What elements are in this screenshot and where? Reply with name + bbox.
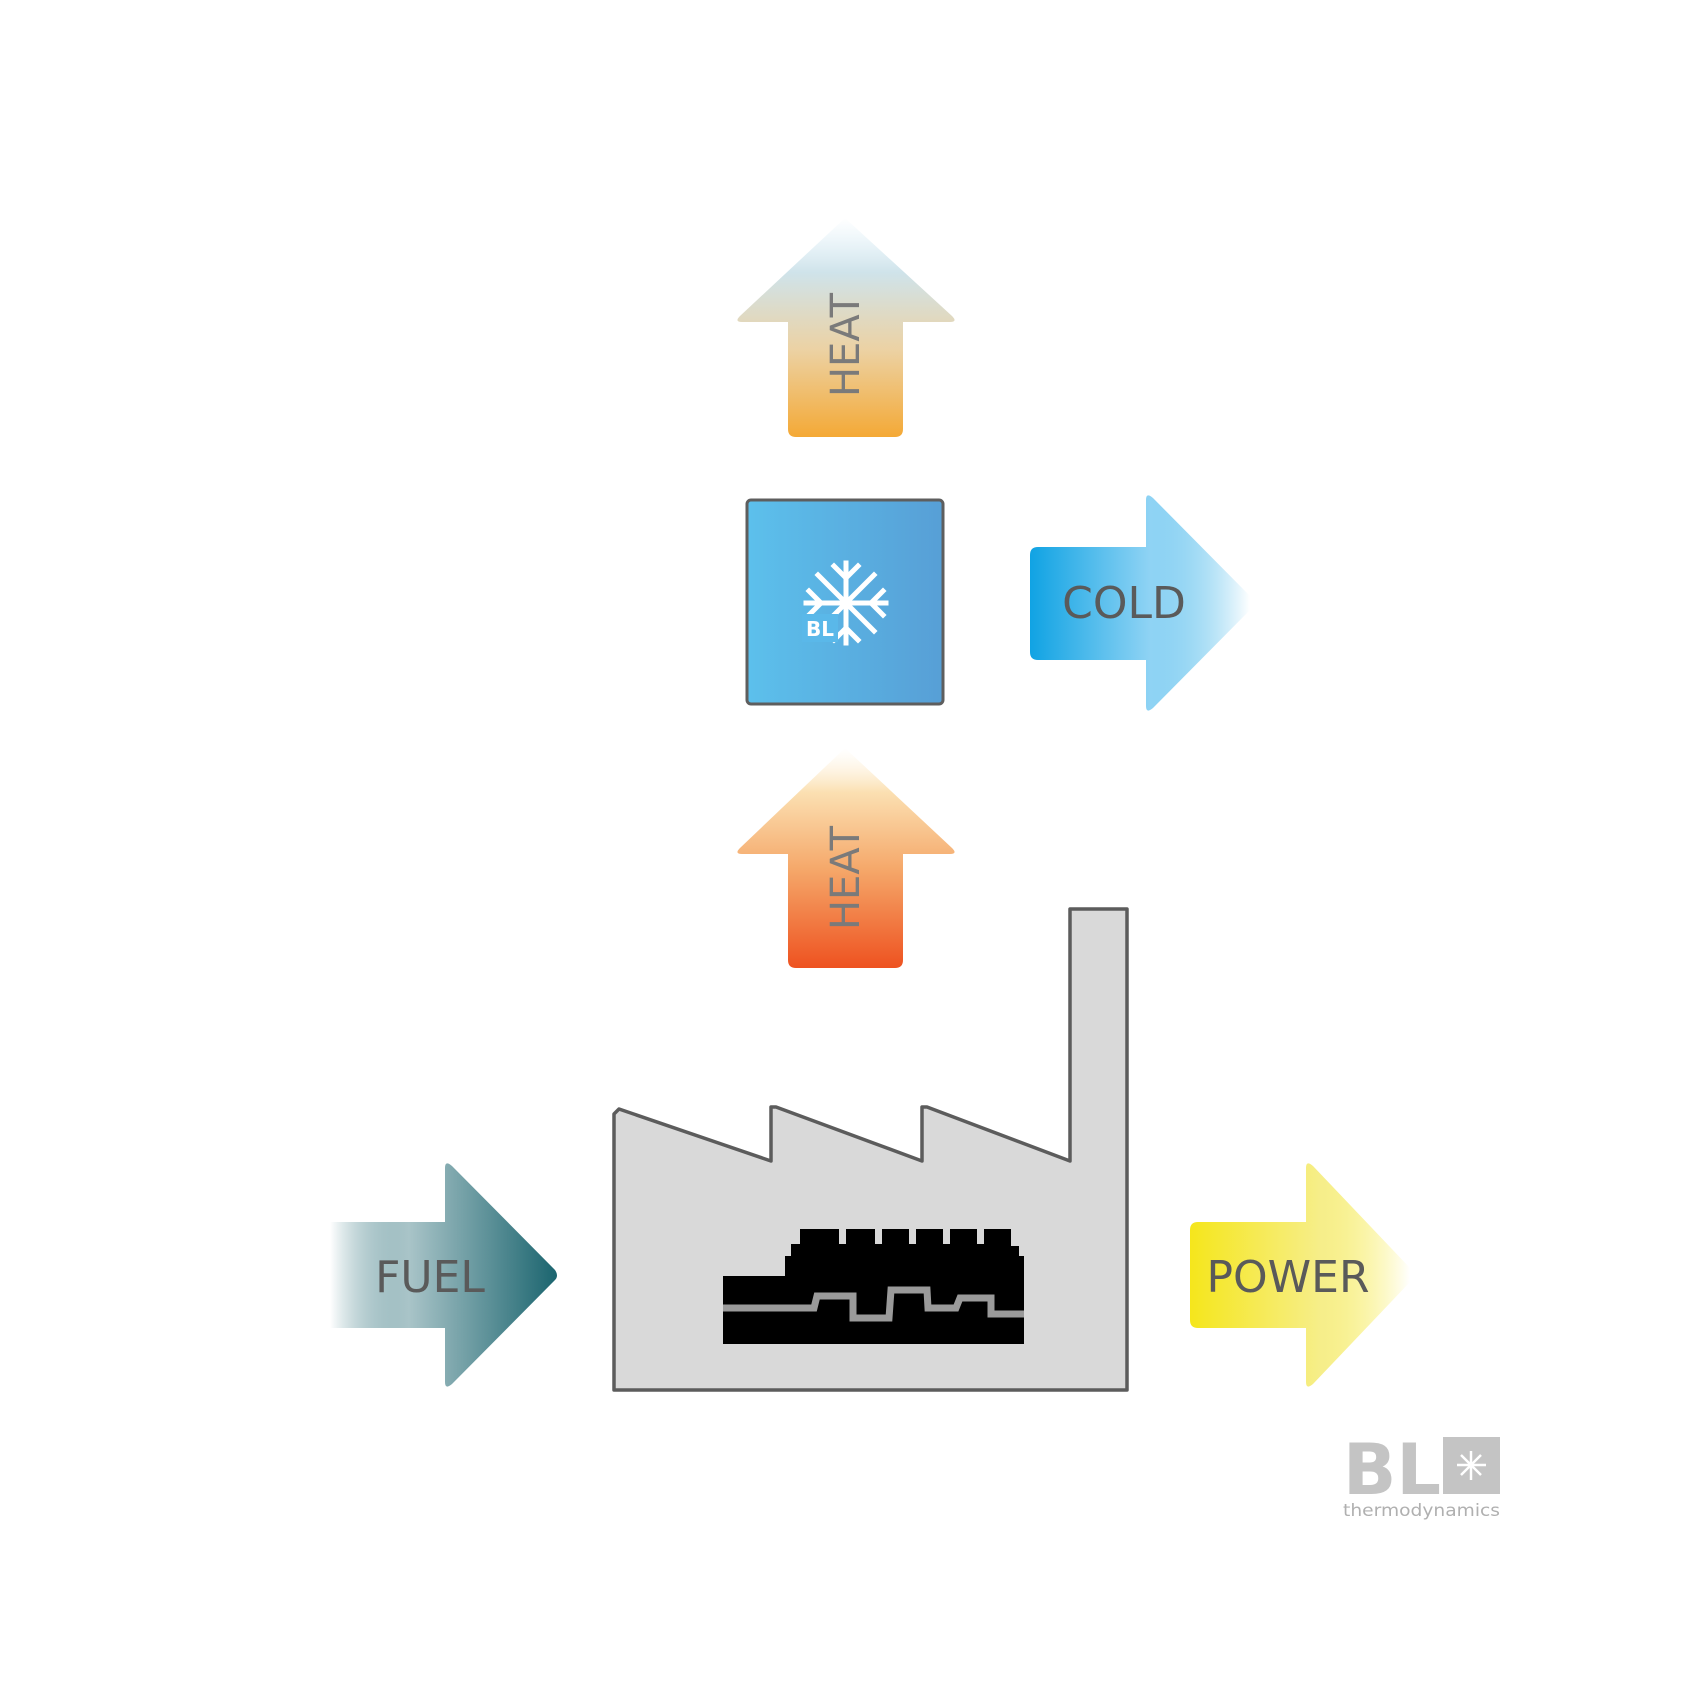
unit-badge: BL (806, 617, 834, 641)
snowflake-icon (803, 560, 889, 646)
unit-badge-backdrop (802, 614, 838, 642)
cold-label: COLD (1062, 578, 1186, 629)
heat-label-bottom: HEAT (823, 825, 869, 930)
heat-arrow-bottom: HEAT (737, 748, 955, 968)
brand-logo: BL thermodynamics (1343, 1429, 1500, 1521)
cold-arrow: COLD (1030, 495, 1250, 711)
snowflake-icon (1457, 1451, 1486, 1480)
power-arrow: POWER (1190, 1163, 1410, 1387)
fuel-label: FUEL (375, 1252, 485, 1303)
power-label: POWER (1206, 1252, 1369, 1303)
heat-arrow-top: HEAT (737, 218, 955, 437)
absorption-chiller-unit: BL (745, 498, 945, 706)
fuel-arrow: FUEL (330, 1163, 557, 1387)
brand-tagline: thermodynamics (1343, 1501, 1500, 1521)
brand-letters: BL (1343, 1429, 1441, 1511)
engine-icon (723, 1229, 1024, 1344)
heat-label-top: HEAT (823, 292, 869, 397)
